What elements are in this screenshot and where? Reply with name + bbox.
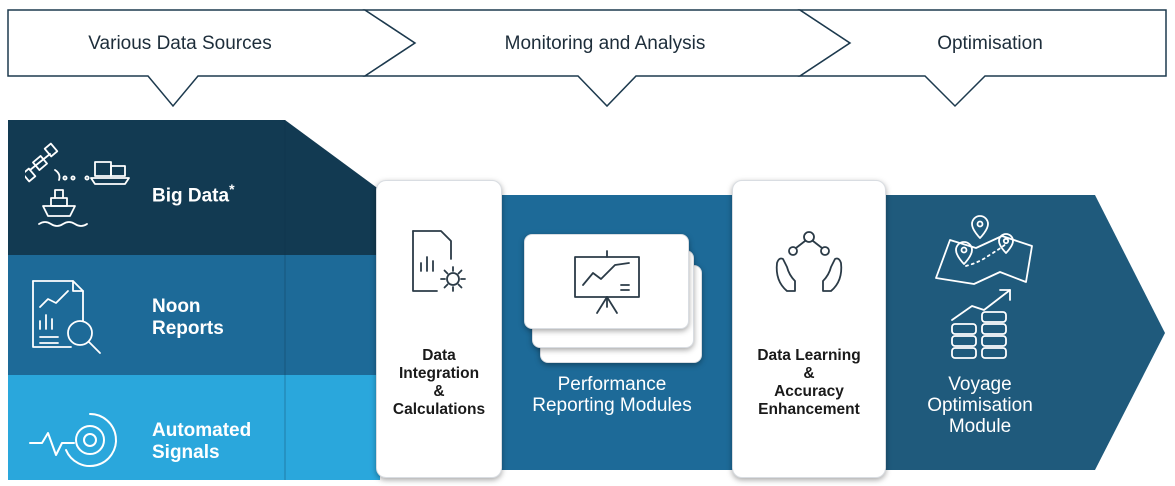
source-label-noon: Noon — [152, 296, 201, 317]
source-band-light — [8, 375, 380, 480]
module-line-optimisation: Optimisation — [927, 395, 1033, 416]
source-label-automated: Automated — [152, 420, 252, 441]
module-line-reporting-modules: Reporting Modules — [532, 395, 692, 416]
source-label-automated-signals: Automated Signals — [152, 420, 251, 464]
source-label-reports: Reports — [152, 318, 224, 339]
document-gear-icon — [412, 230, 466, 292]
map-pins-coins-icon — [935, 215, 1033, 359]
source-label-noon-reports: Noon Reports — [152, 296, 224, 340]
source-label-signals: Signals — [152, 442, 220, 463]
card-data-integration-text: Data Integration & Calculations — [377, 347, 501, 419]
presentation-board-icon — [574, 250, 640, 314]
stage-label-optimisation: Optimisation — [937, 33, 1043, 54]
source-band-dark — [8, 120, 380, 255]
card-line-ampersand: & — [433, 383, 445, 400]
source-asterisk: * — [229, 181, 235, 197]
hands-network-icon — [775, 231, 843, 292]
card-line-ampersand-2: & — [803, 365, 815, 382]
stage-chevron-banner — [7, 9, 1167, 108]
card-line-data-learning: Data Learning — [757, 347, 861, 364]
stage-chevron-3 — [797, 9, 1167, 108]
card-data-integration: Data Integration & Calculations — [376, 180, 502, 478]
card-line-enhancement: Enhancement — [758, 401, 860, 418]
card-data-learning: Data Learning & Accuracy Enhancement — [732, 180, 886, 478]
module-voyage-text: Voyage Optimisation Module — [900, 374, 1060, 437]
source-label-big-data: Big Data* — [152, 178, 235, 207]
stage-label-monitoring: Monitoring and Analysis — [504, 33, 706, 54]
card-line-calculations: Calculations — [392, 401, 486, 418]
source-band-mid — [8, 255, 380, 375]
card-data-learning-text: Data Learning & Accuracy Enhancement — [733, 347, 885, 419]
slide-stack-front — [524, 234, 689, 329]
module-line-performance: Performance — [557, 374, 667, 395]
signal-target-icon — [29, 413, 117, 467]
card-line-accuracy: Accuracy — [774, 383, 844, 400]
source-label-big-data-text: Big Data — [152, 185, 230, 207]
report-chart-magnifier-icon — [32, 280, 101, 354]
stage-label-sources: Various Data Sources — [88, 33, 272, 54]
satellite-ship-icon — [25, 142, 130, 227]
module-line-module: Module — [948, 416, 1012, 437]
flow-arrow-head — [885, 195, 1165, 470]
module-line-voyage: Voyage — [948, 374, 1012, 395]
card-line-data: Data — [422, 347, 456, 364]
card-line-integration: Integration — [398, 365, 480, 382]
module-performance-text: Performance Reporting Modules — [520, 374, 704, 416]
